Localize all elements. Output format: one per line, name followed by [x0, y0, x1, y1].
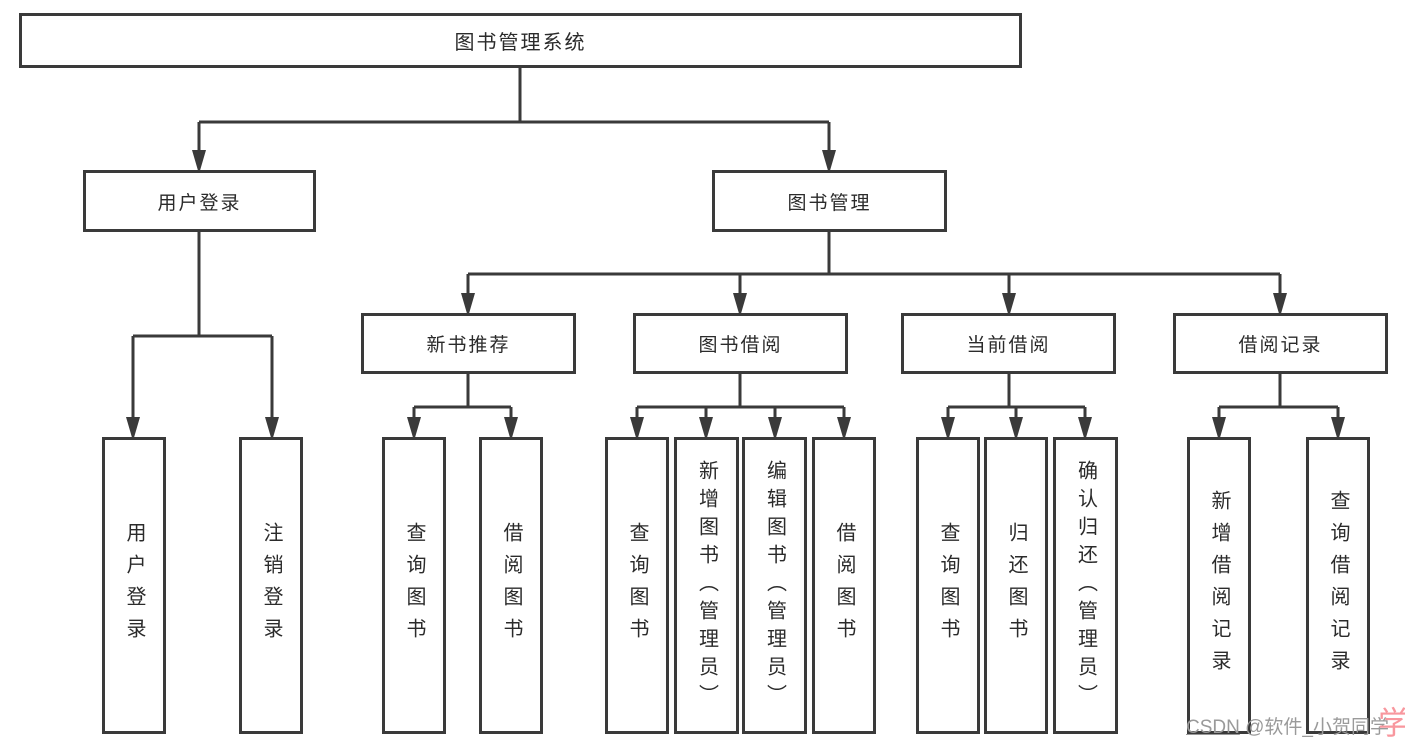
- leaf-label: 归还图书: [1005, 521, 1027, 650]
- leaf-label: 用户登录: [123, 521, 145, 650]
- csdn-watermark-brand: CSDN: [1186, 717, 1240, 738]
- csdn-watermark: CSDN @软件_小贺同学: [1186, 712, 1389, 739]
- node-label: 借阅记录: [1238, 335, 1323, 356]
- leaf-label: 确认归还（管理员）: [1074, 459, 1097, 712]
- node-label: 新书推荐: [426, 335, 511, 356]
- node-borrow-records: 借阅记录: [1173, 313, 1388, 374]
- node-current-borrow: 当前借阅: [901, 313, 1116, 374]
- leaf-user-login: 用户登录: [102, 437, 166, 734]
- node-book-management: 图书管理: [712, 170, 947, 232]
- leaf-label: 借阅图书: [500, 521, 522, 650]
- node-label: 图书管理系统: [454, 32, 587, 54]
- leaf-query-books-recommend: 查询图书: [382, 437, 446, 734]
- node-user-login: 用户登录: [83, 170, 316, 232]
- node-new-book-recommend: 新书推荐: [361, 313, 576, 374]
- leaf-label: 新增借阅记录: [1208, 489, 1230, 682]
- leaf-confirm-return-admin: 确认归还（管理员）: [1053, 437, 1118, 734]
- leaf-label: 查询借阅记录: [1327, 489, 1349, 682]
- leaf-label: 查询图书: [937, 521, 959, 650]
- leaf-label: 查询图书: [626, 521, 648, 650]
- node-label: 当前借阅: [966, 335, 1051, 356]
- leaf-label: 借阅图书: [833, 521, 855, 650]
- node-book-borrow: 图书借阅: [633, 313, 848, 374]
- leaf-label: 查询图书: [403, 521, 425, 650]
- leaf-return-books: 归还图书: [984, 437, 1048, 734]
- leaf-query-books-current: 查询图书: [916, 437, 980, 734]
- csdn-watermark-accent-glyph: 学: [1378, 705, 1405, 741]
- leaf-label: 新增图书（管理员）: [695, 459, 718, 712]
- leaf-edit-books-admin: 编辑图书（管理员）: [742, 437, 807, 734]
- leaf-borrow-books-recommend: 借阅图书: [479, 437, 543, 734]
- leaf-add-borrow-record: 新增借阅记录: [1187, 437, 1251, 734]
- leaf-borrow-books: 借阅图书: [812, 437, 876, 734]
- node-label: 用户登录: [157, 192, 242, 214]
- leaf-query-books-borrow: 查询图书: [605, 437, 669, 734]
- leaf-add-books-admin: 新增图书（管理员）: [674, 437, 739, 734]
- leaf-label: 编辑图书（管理员）: [763, 459, 786, 712]
- csdn-watermark-handle: @软件_小贺同学: [1239, 717, 1389, 738]
- node-label: 图书借阅: [698, 335, 783, 356]
- node-label: 图书管理: [787, 192, 872, 214]
- node-library-management-system: 图书管理系统: [19, 13, 1022, 68]
- leaf-query-borrow-record: 查询借阅记录: [1306, 437, 1370, 734]
- leaf-logout: 注销登录: [239, 437, 303, 734]
- leaf-label: 注销登录: [260, 521, 282, 650]
